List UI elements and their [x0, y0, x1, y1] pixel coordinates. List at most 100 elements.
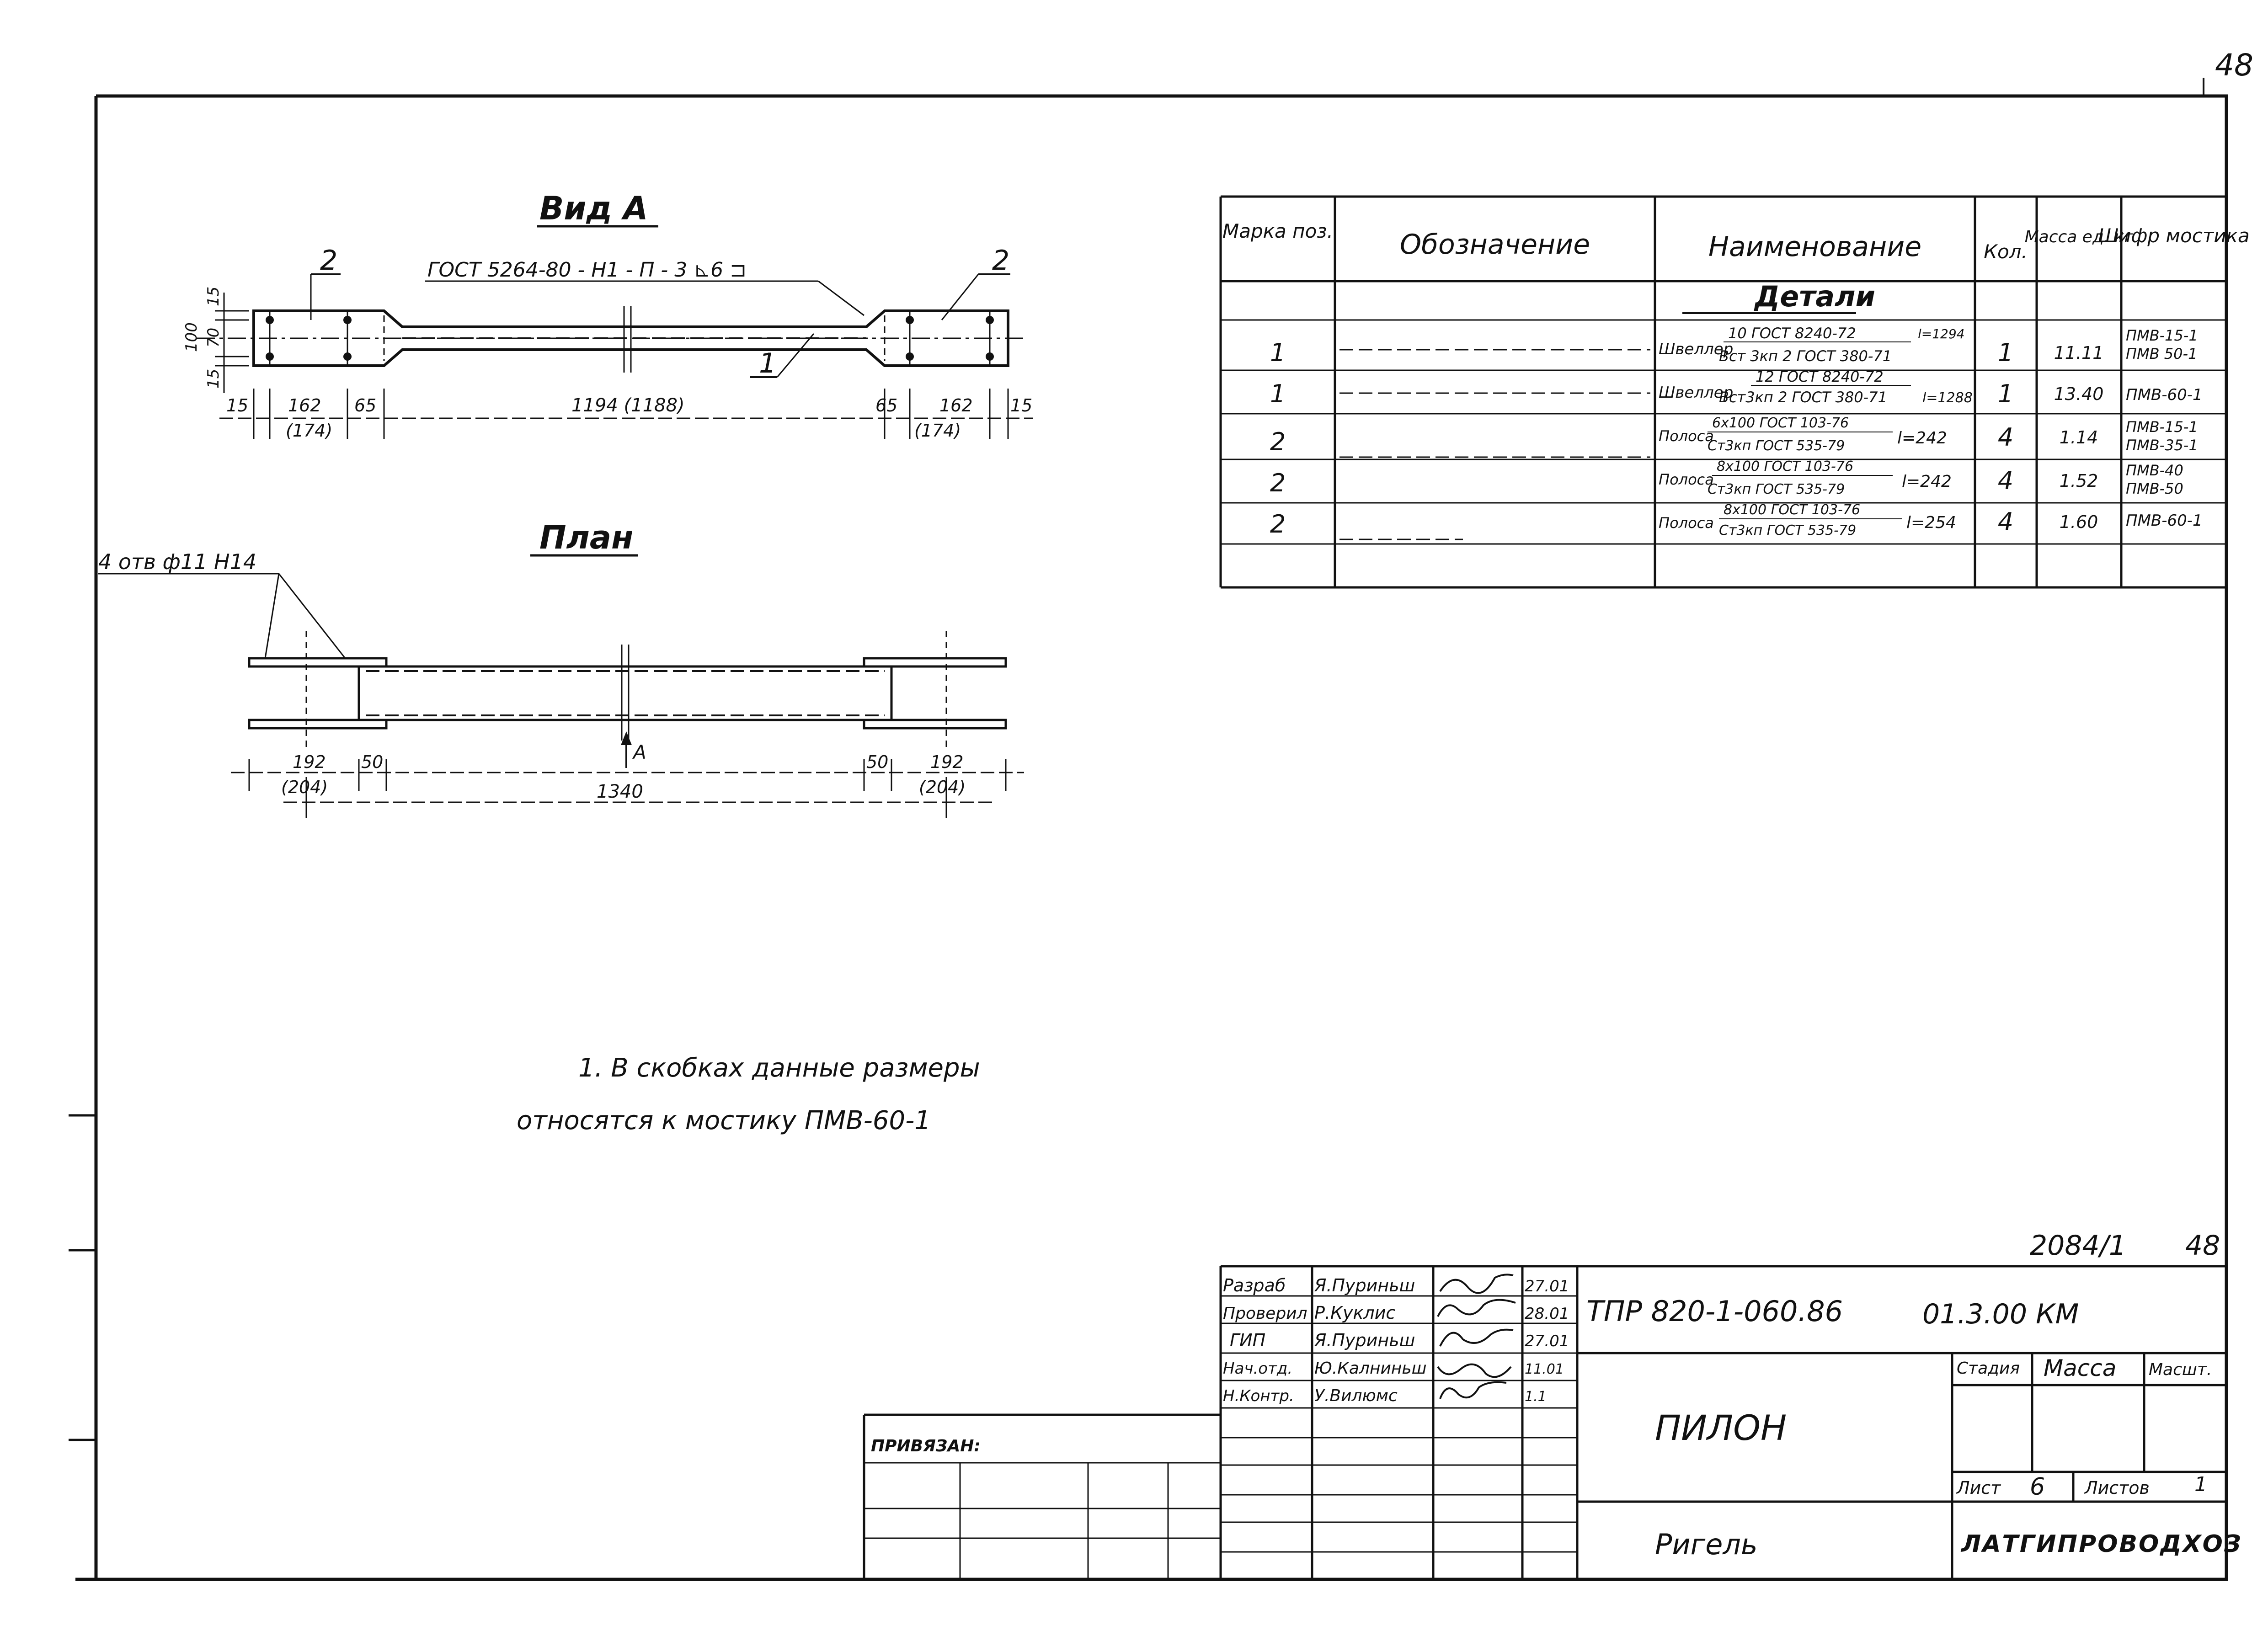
view-a-title: Вид А	[539, 190, 648, 227]
dim-p-50-right: 50	[866, 752, 888, 772]
th-qty: Кол.	[1984, 240, 2028, 263]
row4-qty: 4	[1998, 466, 2013, 495]
sheet-ref: 2084/1	[2030, 1230, 2126, 1262]
plan-holes-note: 4 отв ф11 Н14	[98, 549, 256, 574]
th-mass: Масса ед. кг	[2025, 228, 2134, 246]
table-row: 1 Швеллер 12 ГОСТ 8240-72 Вст3кп 2 ГОСТ …	[1270, 368, 2203, 408]
row1-code-top: ПМВ-15-1	[2126, 327, 2198, 344]
view-a-mark-left: 2	[320, 245, 337, 277]
table-row: 2 Полоса 6х100 ГОСТ 103-76 Ст3кп ГОСТ 53…	[1270, 415, 2198, 458]
row5-mark: 2	[1270, 510, 1286, 538]
title-block: 2084/1 48	[863, 1230, 2242, 1579]
row2-mass: 13.40	[2054, 384, 2104, 404]
row5-name-bottom: Ст3кп ГОСТ 535-79	[1719, 522, 1856, 538]
doc-suffix: 01.3.00 КМ	[1922, 1298, 2079, 1330]
drawing-name: Ригель	[1655, 1528, 1758, 1561]
sig3-name: Я.Пуриньш	[1314, 1330, 1415, 1350]
dim-a-15-left: 15	[226, 395, 248, 416]
row1-length: l=1294	[1918, 326, 1965, 341]
th-mark: Марка поз.	[1222, 220, 1333, 242]
row3-name-top: 6х100 ГОСТ 103-76	[1712, 415, 1849, 431]
dim-a-65-right: 65	[875, 395, 897, 416]
th-name: Наименование	[1708, 231, 1921, 263]
row5-name-top: 8х100 ГОСТ 103-76	[1724, 502, 1860, 518]
row1-mass: 11.11	[2054, 343, 2104, 363]
dim-p-192-left: 192	[293, 752, 326, 772]
sig4-signature	[1437, 1363, 1512, 1378]
sig4-date: 11.01	[1525, 1361, 1564, 1377]
page-number: 48	[2215, 48, 2253, 83]
sig4-name: Ю.Калниньш	[1314, 1359, 1427, 1378]
signature-row: Нач.отд. Ю.Калниньш 11.01	[1223, 1359, 1564, 1378]
dim-a-15-right: 15	[1010, 395, 1032, 416]
sig5-date: 1.1	[1525, 1389, 1547, 1405]
doc-code: ТПР 820-1-060.86	[1586, 1295, 1843, 1328]
row2-code-top: ПМВ-60-1	[2126, 386, 2203, 404]
dim-a-162-left: 162	[288, 395, 321, 416]
row3-mass: 1.14	[2060, 427, 2098, 448]
sheet-frame	[69, 78, 2228, 1581]
dim-a-162-right: 162	[939, 395, 973, 416]
row4-mass: 1.52	[2060, 471, 2098, 491]
signature-row: Н.Контр. У.Вилюмс 1.1	[1223, 1381, 1547, 1405]
dim-p-50-left: 50	[361, 752, 383, 772]
plan-section-mark: А	[632, 741, 646, 763]
dim-p-192-right: 192	[930, 752, 964, 772]
row2-length: l=1288	[1922, 390, 1973, 406]
row2-prefix: Швеллер	[1659, 384, 1733, 402]
sig1-name: Я.Пуриньш	[1314, 1275, 1415, 1295]
row4-name-bottom: Ст3кп ГОСТ 535-79	[1708, 481, 1845, 497]
dim-p-204-right: (204)	[919, 777, 966, 797]
row5-prefix: Полоса	[1659, 514, 1714, 532]
row4-mark: 2	[1270, 469, 1286, 497]
sheet-label: Лист	[1956, 1478, 2001, 1498]
dim-v-70: 70	[204, 328, 223, 347]
row3-length: l=242	[1897, 429, 1947, 448]
sig2-name: Р.Куклис	[1314, 1303, 1395, 1323]
row2-mark: 1	[1270, 379, 1286, 408]
view-a-mark-right: 2	[992, 245, 1009, 277]
row2-qty: 1	[1998, 379, 2013, 408]
sig2-date: 28.01	[1525, 1305, 1569, 1323]
table-row: 2 Полоса 8х100 ГОСТ 103-76 Ст3кп ГОСТ 53…	[1270, 502, 2203, 540]
view-a: Вид А 15 70 100 15 2 ГОСТ 5264	[182, 190, 1033, 441]
sig3-date: 27.01	[1525, 1332, 1569, 1350]
dim-p-1340: 1340	[597, 781, 643, 802]
sig1-signature	[1439, 1274, 1514, 1294]
plan-title: План	[539, 519, 633, 556]
mass-label: Масса	[2044, 1355, 2116, 1381]
sig3-signature	[1439, 1328, 1514, 1347]
dim-a-174-left: (174)	[286, 421, 332, 441]
dim-v-100: 100	[182, 322, 201, 352]
note-line-2: относятся к мостику ПМВ-60-1	[517, 1106, 931, 1135]
scale-label: Масшт.	[2149, 1360, 2212, 1379]
row1-name-bottom: Вст 3кп 2 ГОСТ 380-71	[1719, 347, 1892, 365]
row5-code-top: ПМВ-60-1	[2126, 512, 2203, 530]
sig4-role: Нач.отд.	[1223, 1359, 1292, 1378]
th-designation: Обозначение	[1400, 229, 1590, 261]
dim-a-1194: 1194 (1188)	[571, 395, 685, 416]
stage-label: Стадия	[1957, 1359, 2020, 1378]
note-line-1: 1. В скобках данные размеры	[578, 1053, 980, 1083]
th-code: Шифр мостика	[2098, 224, 2249, 247]
sig2-signature	[1437, 1299, 1516, 1317]
signature-row: ГИП Я.Пуриньш 27.01	[1230, 1328, 1569, 1350]
row1-qty: 1	[1998, 338, 2013, 367]
row1-mark: 1	[1270, 338, 1286, 367]
sig1-role: Разраб	[1223, 1275, 1286, 1295]
attached-label: ПРИВЯЗАН:	[871, 1437, 981, 1455]
organization: ЛАТГИПРОВОДХОЗ	[1960, 1530, 2242, 1558]
row3-name-bottom: Ст3кп ГОСТ 535-79	[1708, 438, 1845, 454]
sheets-label: Листов	[2084, 1478, 2150, 1498]
sheets-value: 1	[2194, 1473, 2207, 1496]
sig5-role: Н.Контр.	[1223, 1387, 1294, 1405]
row3-prefix: Полоса	[1659, 427, 1714, 445]
row4-code-top: ПМВ-40	[2126, 462, 2183, 479]
sig5-signature	[1439, 1381, 1507, 1399]
sig5-name: У.Вилюмс	[1314, 1386, 1398, 1405]
sheet-ref-num: 48	[2185, 1230, 2220, 1262]
section-details: Детали	[1754, 280, 1875, 313]
row3-mark: 2	[1270, 427, 1286, 456]
view-a-mark-center: 1	[759, 347, 776, 379]
